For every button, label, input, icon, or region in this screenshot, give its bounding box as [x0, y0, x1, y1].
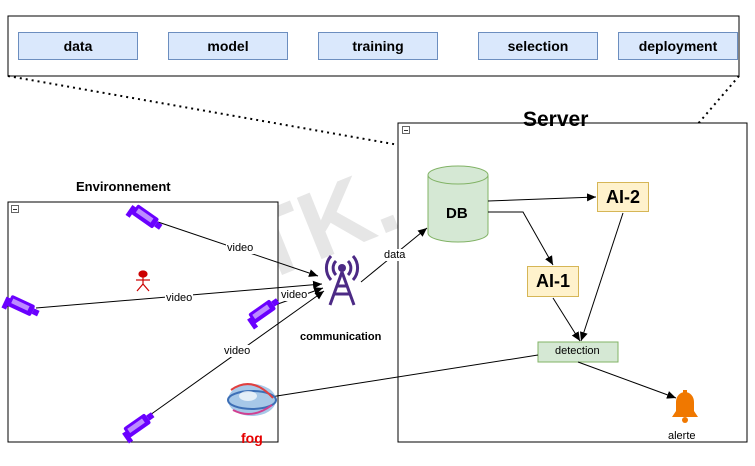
environment-collapse-button[interactable] [11, 205, 19, 213]
camera-icon [122, 412, 155, 444]
pipeline-step-training[interactable]: training [318, 32, 438, 60]
edge-db-ai2 [487, 193, 597, 202]
person-icon [136, 270, 150, 292]
pipeline-step-selection[interactable]: selection [478, 32, 598, 60]
edge-label-video: video [280, 289, 309, 301]
communication-label: communication [300, 331, 382, 343]
edge-label-data: data [383, 249, 407, 261]
camera-icon [1, 295, 40, 317]
edge-label-video: video [165, 292, 194, 304]
alert-label: alerte [668, 430, 696, 442]
camera-icon [125, 204, 163, 230]
edge-ai1-detection [552, 297, 581, 342]
bell-icon [672, 390, 698, 423]
pipeline-step-model[interactable]: model [168, 32, 288, 60]
fog-label: fog [241, 430, 263, 446]
pipeline-step-data[interactable]: data [18, 32, 138, 60]
edge-detection-alert [577, 361, 677, 399]
environment-title: Environnement [76, 179, 171, 194]
edge-label-video: video [223, 345, 252, 357]
fog-cloud-icon [227, 383, 277, 416]
pipeline-step-deployment[interactable]: deployment [618, 32, 738, 60]
db-label: DB [446, 205, 468, 222]
ai2-node[interactable]: AI-2 [597, 182, 649, 212]
db-icon [427, 165, 489, 243]
antenna-icon [324, 255, 360, 306]
server-title: Server [523, 108, 589, 131]
ai1-node[interactable]: AI-1 [527, 266, 579, 297]
edge-label-video: video [226, 242, 255, 254]
server-collapse-button[interactable] [402, 126, 410, 134]
camera-icon [247, 298, 280, 330]
edge-db-ai1 [488, 211, 554, 266]
pipeline-container [7, 15, 740, 77]
edge-detection-fog [263, 354, 539, 401]
edge-ai2-detection [580, 212, 624, 342]
detection-label: detection [555, 345, 600, 357]
